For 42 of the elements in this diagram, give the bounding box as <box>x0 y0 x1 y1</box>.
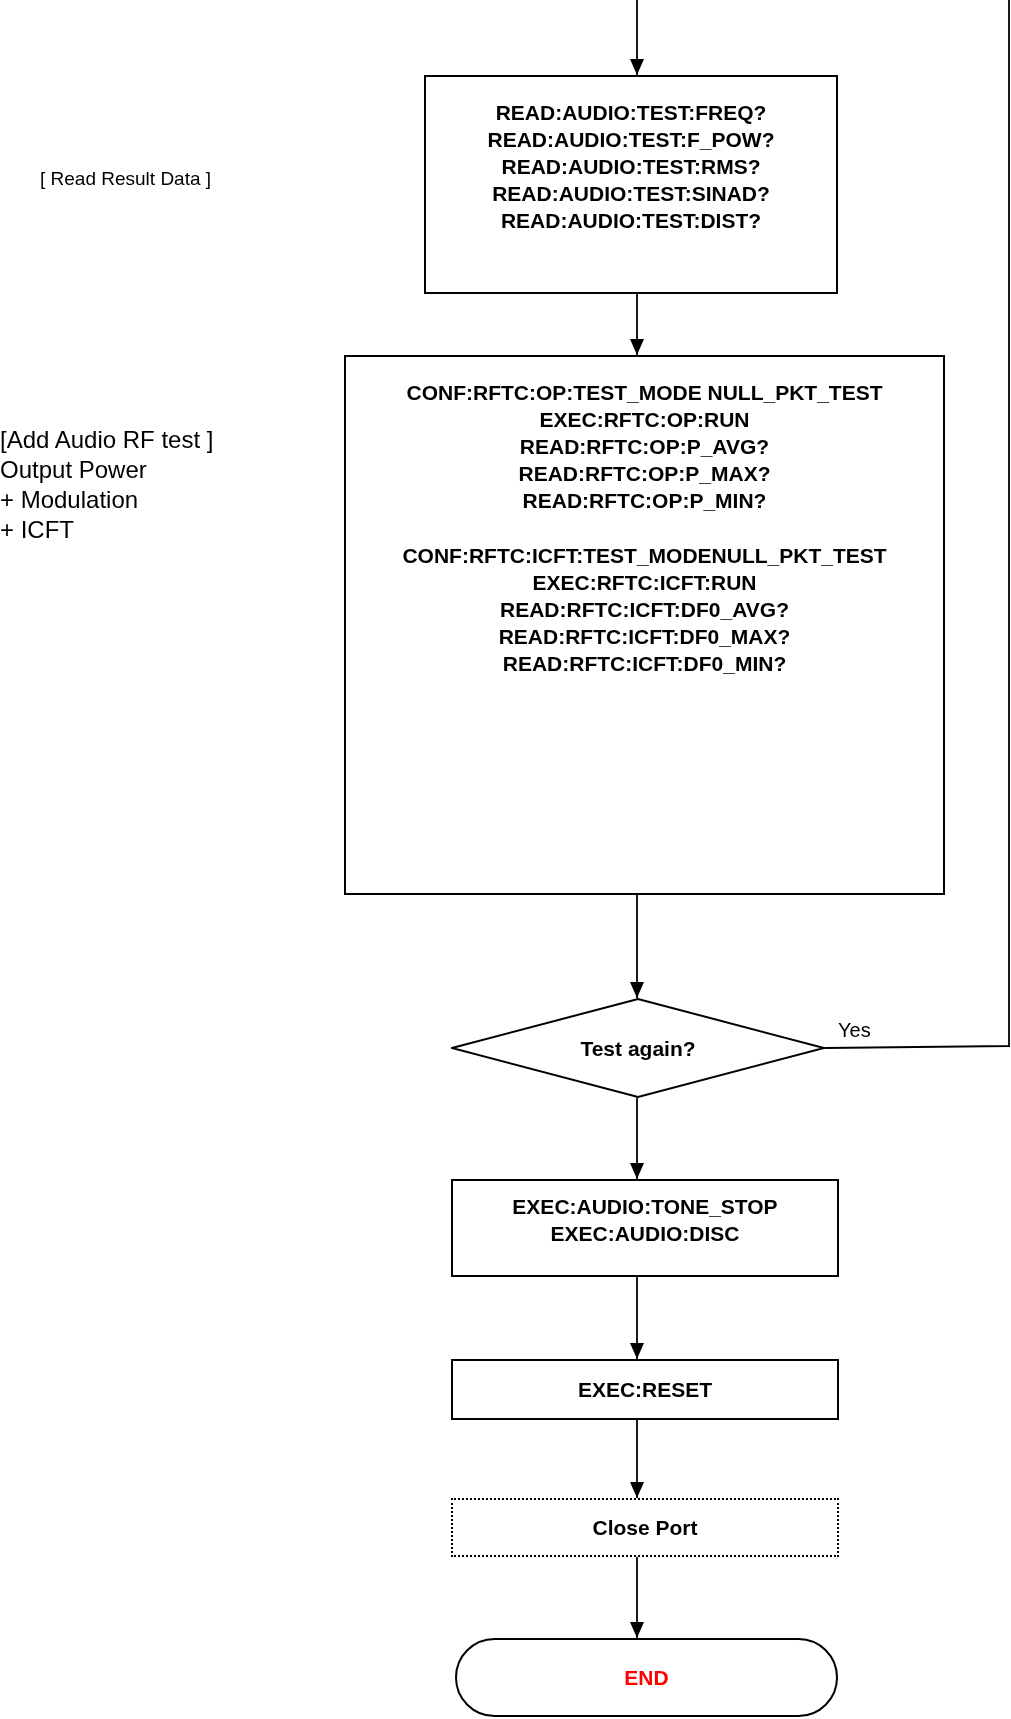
node-text: READ:RFTC:OP:P_MAX? <box>518 461 771 487</box>
node-text: EXEC:RFTC:OP:RUN <box>539 407 750 433</box>
arrow <box>630 1419 644 1499</box>
node-text: Close Port <box>592 1515 698 1541</box>
annotation-text: Output Power <box>0 455 147 485</box>
node-text: READ:AUDIO:TEST:FREQ? <box>495 100 767 126</box>
node-text: CONF:RFTC:ICFT:TEST_MODENULL_PKT_TEST <box>402 543 887 569</box>
edge-label: Yes <box>836 1020 873 1040</box>
process-box <box>451 1498 839 1557</box>
arrow <box>630 1276 644 1360</box>
arrow <box>630 293 644 356</box>
arrow <box>630 1556 644 1639</box>
node-text: READ:RFTC:ICFT:DF0_AVG? <box>500 597 789 623</box>
arrow <box>630 0 644 76</box>
node-text: END <box>624 1665 669 1691</box>
annotation-text: + ICFT <box>0 515 74 545</box>
node-text: CONF:RFTC:OP:TEST_MODE NULL_PKT_TEST <box>406 380 883 406</box>
node-text: READ:RFTC:OP:P_MIN? <box>522 488 767 514</box>
process-box <box>451 1179 839 1277</box>
terminal-shape <box>455 1638 838 1717</box>
node-text: READ:AUDIO:TEST:DIST? <box>500 208 762 234</box>
node-text: READ:RFTC:ICFT:DF0_MIN? <box>502 651 787 677</box>
arrow <box>630 1097 644 1180</box>
node-text: READ:AUDIO:TEST:RMS? <box>501 154 761 180</box>
node-text: READ:RFTC:OP:P_AVG? <box>519 434 770 460</box>
arrow <box>630 894 644 999</box>
node-text: READ:AUDIO:TEST:SINAD? <box>492 181 770 207</box>
process-box <box>451 1359 839 1420</box>
decision-diamond <box>451 998 825 1098</box>
node-text: READ:AUDIO:TEST:F_POW? <box>487 127 775 153</box>
annotation-text: [Add Audio RF test ] <box>0 425 214 455</box>
process-box <box>344 355 945 895</box>
node-text: Test again? <box>580 1035 696 1062</box>
node-text: EXEC:AUDIO:TONE_STOP <box>512 1194 778 1220</box>
node-text: EXEC:RESET <box>577 1377 713 1403</box>
annotation-text: [ Read Result Data ] <box>40 167 212 191</box>
annotation-text: + Modulation <box>0 485 139 515</box>
node-text: EXEC:RFTC:ICFT:RUN <box>532 570 757 596</box>
node-text: EXEC:AUDIO:DISC <box>550 1221 740 1247</box>
node-text: READ:RFTC:ICFT:DF0_MAX? <box>498 624 791 650</box>
connector-line <box>824 0 1010 1049</box>
process-box <box>424 75 838 294</box>
